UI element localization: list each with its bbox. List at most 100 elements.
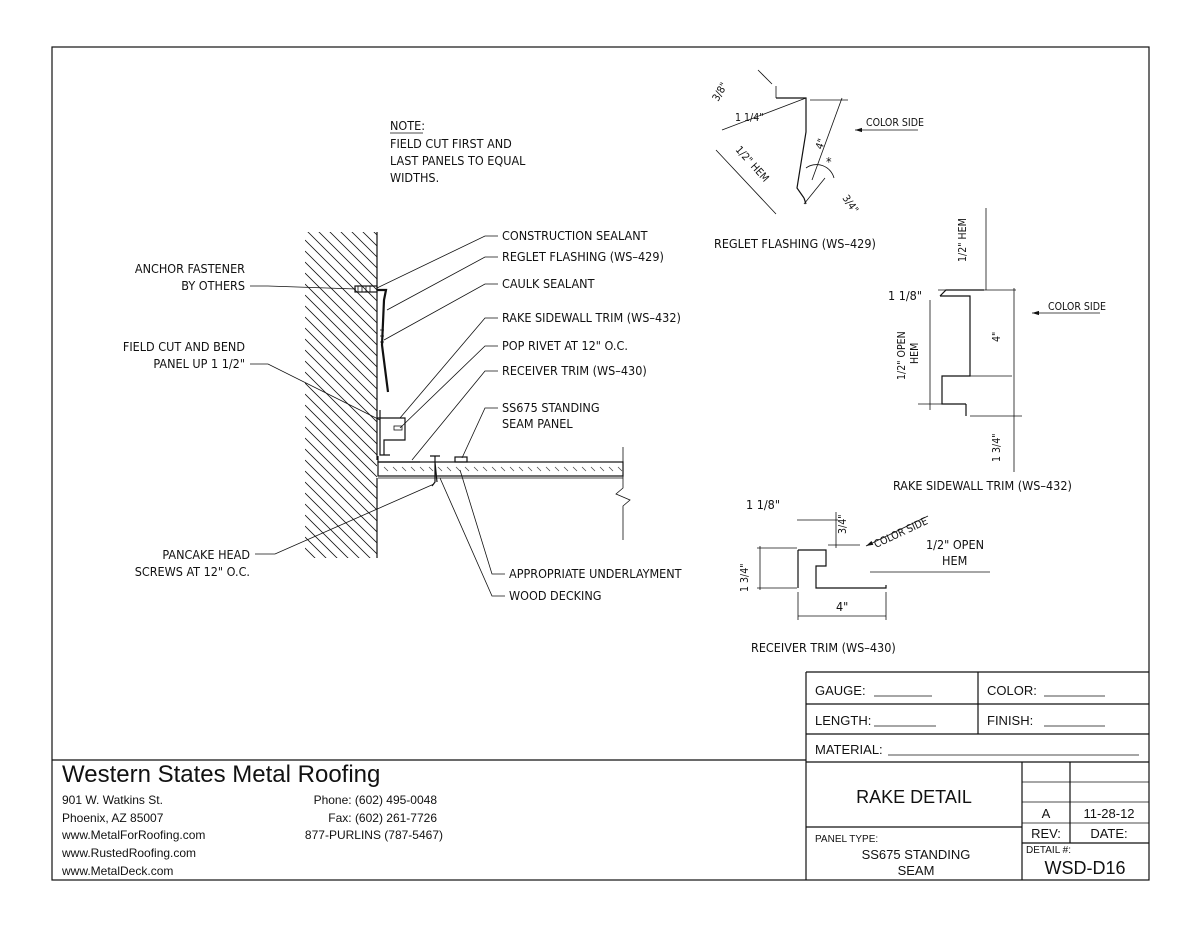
right-callouts: CONSTRUCTION SEALANT REGLET FLASHING (WS… — [502, 228, 682, 603]
label-anchor-1: ANCHOR FASTENER — [135, 261, 245, 276]
label-ss675-line1: SS675 STANDING — [502, 400, 600, 415]
reglet-profile — [776, 97, 807, 199]
hatch-line — [305, 503, 360, 558]
hatch-line — [305, 393, 377, 467]
label-rake-sidewall-trim: RAKE SIDEWALL TRIM (WS–432) — [502, 310, 681, 325]
decking-grain — [428, 466, 434, 472]
rake-profile — [940, 295, 971, 405]
hatch-line — [305, 415, 377, 489]
decking-grain — [572, 466, 578, 472]
hatch-line — [305, 525, 338, 558]
main-rake-section — [305, 232, 631, 719]
decking-grain — [581, 466, 587, 472]
hatch-line — [305, 338, 377, 412]
hatch-line — [351, 232, 377, 258]
company-fax: Fax: (602) 261-7726 — [328, 811, 437, 825]
hatch-line — [305, 481, 377, 555]
decking-grain — [536, 466, 542, 472]
receiver-dim-open-hem-2: HEM — [942, 553, 967, 568]
panel-seam — [454, 456, 468, 463]
hatch-line — [305, 404, 377, 478]
rev-value: A — [1042, 806, 1051, 821]
decking-grain — [509, 466, 515, 472]
company-address-2: Phoenix, AZ 85007 — [62, 811, 164, 825]
reglet-dim-half-hem: 1/2" HEM — [733, 144, 771, 185]
hatch-line — [305, 327, 377, 401]
hatch-line — [305, 426, 377, 500]
gauge-label: GAUGE: — [815, 683, 866, 698]
reglet-dim-3-8: 3/8" — [710, 81, 730, 104]
reglet-flashing-detail: 3/8" 1 1/4" 4" 1/2" HEM 3/4" * COLOR SID… — [710, 69, 924, 251]
note-heading: NOTE: — [390, 118, 425, 133]
hatch-line — [318, 232, 377, 291]
label-ss675-line2: SEAM PANEL — [502, 416, 573, 431]
reglet-dim-1-1-4: 1 1/4" — [735, 112, 764, 124]
decking-grain — [446, 466, 452, 472]
hatch-line — [305, 470, 377, 544]
hatch-line — [305, 603, 377, 675]
hatch-line — [305, 261, 377, 335]
hatch-line — [307, 232, 377, 302]
rake-dim-1-3-4: 1 3/4" — [991, 433, 1003, 462]
label-pancake-1: PANCAKE HEAD — [162, 547, 250, 562]
hatch-line — [305, 636, 377, 708]
label-wood-decking: WOOD DECKING — [509, 588, 602, 603]
receiver-dim-4: 4" — [836, 599, 848, 614]
decking-grain — [500, 466, 506, 472]
hatch-line — [305, 459, 377, 533]
wood-decking — [377, 461, 624, 477]
rake-sidewall-detail: 1/2" HEM 1 1/8" 4" 1/2" OPEN HEM 1 3/4" … — [888, 208, 1106, 493]
finish-label: FINISH: — [987, 713, 1033, 728]
rake-dim-4: 4" — [991, 332, 1003, 342]
hatch-line — [305, 559, 377, 631]
hatch-line — [340, 232, 377, 269]
rake-title: RAKE SIDEWALL TRIM (WS–432) — [893, 478, 1072, 493]
company-web-2[interactable]: www.RustedRoofing.com — [61, 846, 196, 860]
company-name: Western States Metal Roofing — [62, 761, 380, 788]
wall-hatch — [305, 232, 377, 719]
decking-grain — [464, 466, 470, 472]
hatch-line — [305, 360, 377, 434]
rake-dim-half-hem: 1/2" HEM — [957, 218, 969, 262]
label-field-cut-1: FIELD CUT AND BEND — [123, 339, 245, 354]
label-field-cut-2: PANEL UP 1 1/2" — [153, 356, 245, 371]
hatch-line — [305, 547, 316, 558]
pancake-screw — [430, 455, 440, 487]
receiver-dim-1-1-8: 1 1/8" — [746, 497, 780, 512]
hatch-line — [305, 647, 377, 719]
color-label: COLOR: — [987, 683, 1037, 698]
reglet-dim-3-4: 3/4" — [840, 193, 861, 216]
decking-grain — [401, 466, 407, 472]
hatch-line — [305, 437, 377, 511]
label-caulk-sealant: CAULK SEALANT — [502, 276, 595, 291]
decking-grain — [599, 466, 605, 472]
hatch-line — [305, 448, 377, 522]
right-leaders — [376, 235, 505, 597]
label-pop-rivet: POP RIVET AT 12" O.C. — [502, 338, 628, 353]
title-block: GAUGE: COLOR: LENGTH: FINISH: MATERIAL: … — [805, 671, 1149, 880]
rev-label: REV: — [1031, 826, 1061, 841]
company-web-1[interactable]: www.MetalForRoofing.com — [61, 828, 205, 842]
reglet-color-side: COLOR SIDE — [866, 117, 924, 129]
note-line-3: WIDTHS. — [390, 170, 439, 185]
decking-grain — [473, 466, 479, 472]
receiver-profile — [798, 549, 887, 589]
field-note: NOTE: FIELD CUT FIRST AND LAST PANELS TO… — [390, 118, 526, 185]
label-underlayment: APPROPRIATE UNDERLAYMENT — [509, 566, 682, 581]
label-anchor-2: BY OTHERS — [181, 278, 245, 293]
company-web-3[interactable]: www.MetalDeck.com — [61, 864, 173, 878]
label-construction-sealant: CONSTRUCTION SEALANT — [502, 228, 648, 243]
hatch-line — [305, 316, 377, 390]
date-value: 11-28-12 — [1083, 806, 1134, 821]
decking-grain — [554, 466, 560, 472]
decking-grain — [383, 466, 389, 472]
hatch-line — [305, 294, 377, 368]
decking-grain — [419, 466, 425, 472]
receiver-dim-1-3-4: 1 3/4" — [739, 563, 751, 592]
company-tollfree: 877-PURLINS (787-5467) — [305, 828, 443, 842]
decking-grain — [590, 466, 596, 472]
receiver-color-side: COLOR SIDE — [872, 515, 930, 550]
detail-title: RAKE DETAIL — [856, 787, 972, 807]
label-pancake-2: SCREWS AT 12" O.C. — [135, 564, 250, 579]
